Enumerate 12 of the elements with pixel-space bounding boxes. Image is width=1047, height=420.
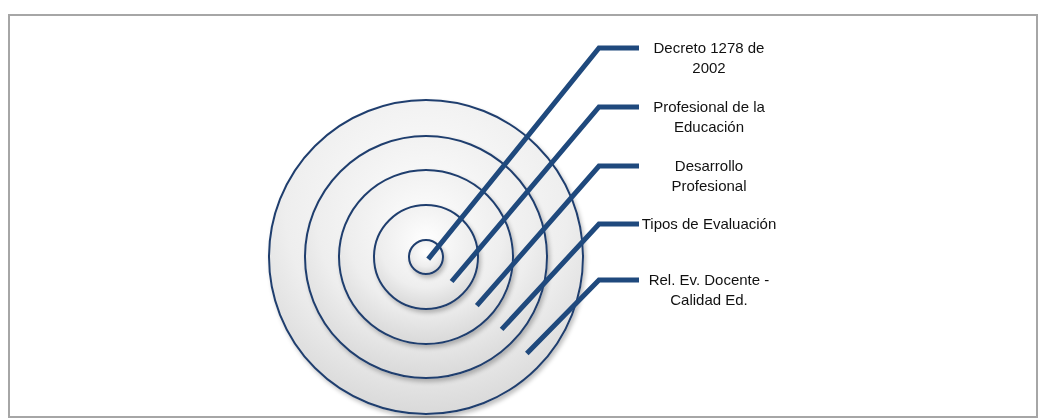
ring xyxy=(408,239,444,275)
leader-label: Desarrollo Profesional xyxy=(640,156,778,196)
leader-label: Rel. Ev. Docente - Calidad Ed. xyxy=(640,270,778,310)
leader-line xyxy=(525,277,639,356)
leader-line xyxy=(474,163,639,308)
ring xyxy=(373,204,479,310)
leader-line xyxy=(449,104,639,284)
leader-line xyxy=(499,221,639,332)
leader-line xyxy=(426,45,639,261)
leader-label: Decreto 1278 de 2002 xyxy=(640,38,778,78)
leader-label: Tipos de Evaluación xyxy=(640,214,778,234)
leader-label: Profesional de la Educación xyxy=(640,97,778,137)
